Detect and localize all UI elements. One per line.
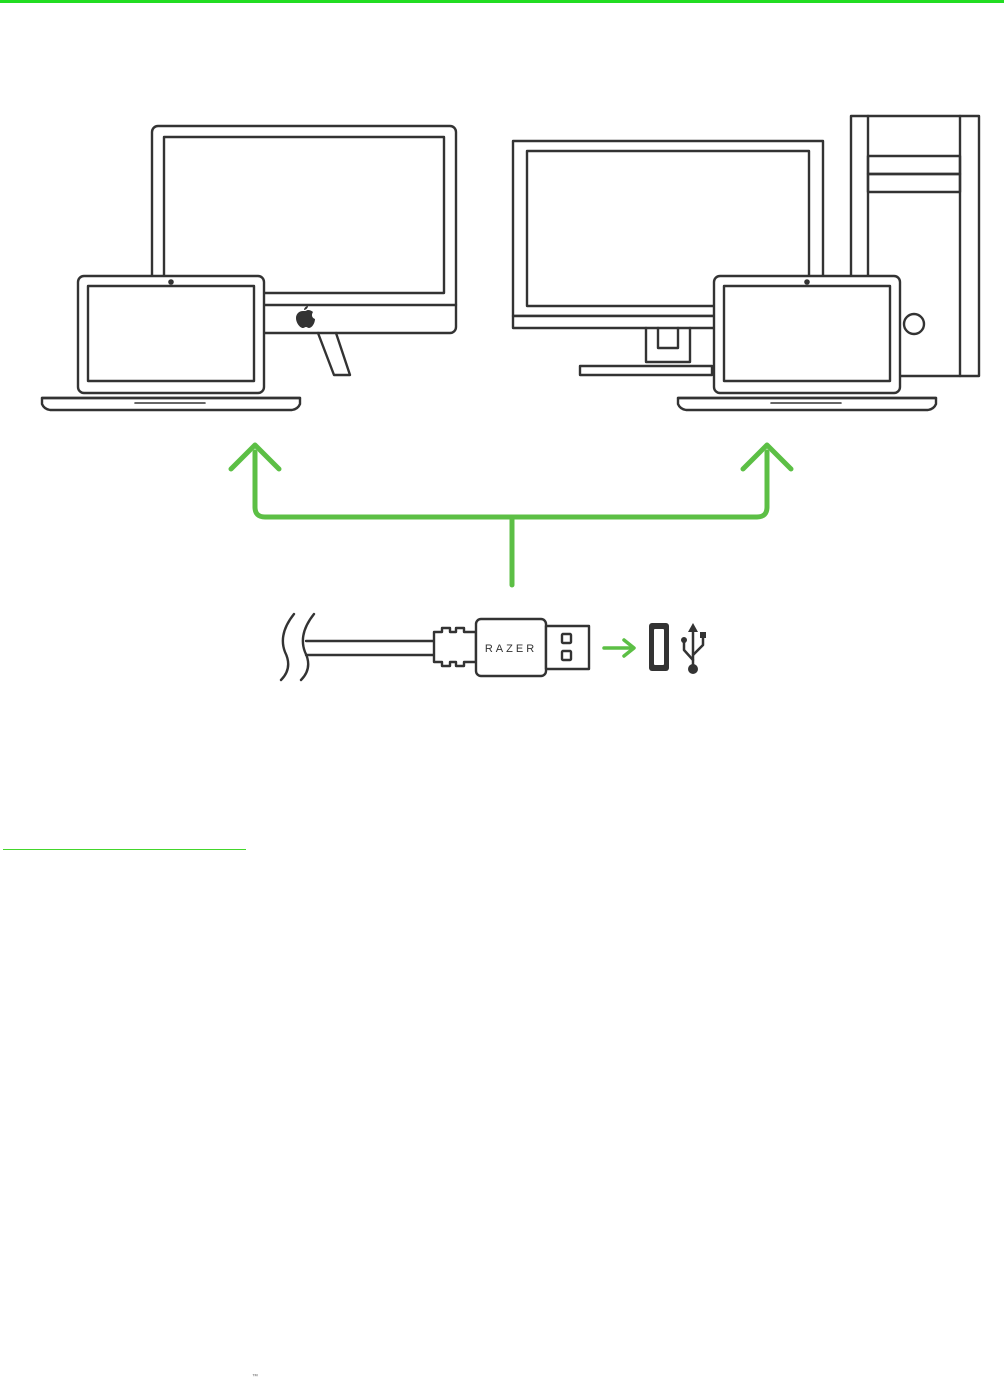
windows-laptop	[678, 276, 936, 410]
plug-direction-arrow	[604, 640, 634, 656]
usb-port-icon	[649, 623, 669, 671]
section-divider	[3, 849, 246, 850]
connection-illustration: RAZER	[0, 0, 1004, 700]
macbook-laptop	[42, 276, 300, 410]
usb-cable: RAZER	[281, 614, 589, 680]
connection-arrows	[231, 445, 791, 585]
usb-symbol-icon	[681, 623, 706, 674]
trademark-symbol: ™	[252, 1374, 258, 1380]
cable-brand-label: RAZER	[485, 643, 537, 655]
usb-plug-tip	[546, 626, 589, 669]
